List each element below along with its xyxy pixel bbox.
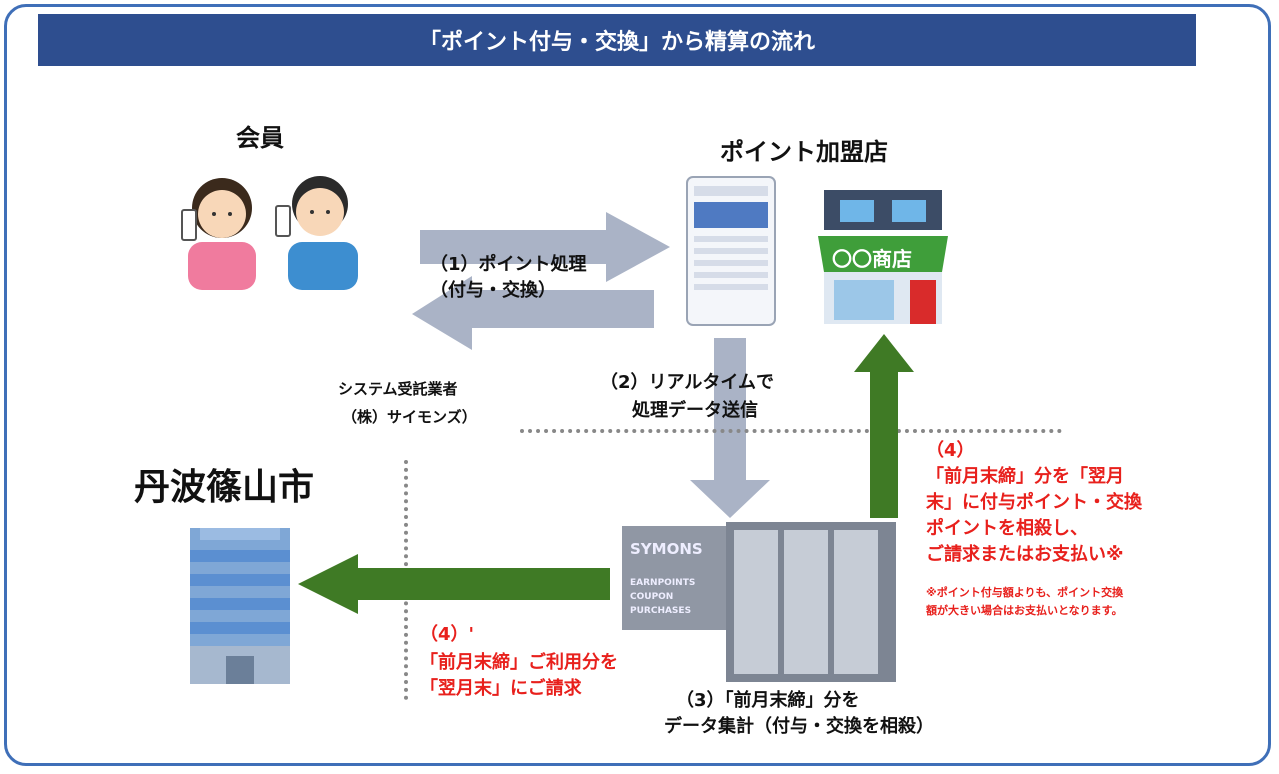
city-label: 丹波篠山市	[134, 467, 315, 508]
down-arrow-step2	[690, 338, 770, 518]
store-label: ポイント加盟店	[720, 138, 888, 166]
server-brand: SYMONS	[630, 540, 703, 558]
step4-line3: ポイントを相殺し、	[926, 518, 1088, 539]
right-arrow-step1	[420, 212, 670, 282]
server-sub3: PURCHASES	[630, 606, 692, 616]
step2-line2: 処理データ送信	[632, 400, 758, 421]
server-sub2: COUPON	[630, 592, 674, 602]
left-arrow-step1	[412, 276, 654, 350]
step2-line1: （2）リアルタイムで	[600, 372, 774, 393]
members-icon	[181, 176, 358, 290]
contractor-line2: （株）サイモンズ）	[342, 408, 477, 426]
shop-sign: 〇〇商店	[832, 247, 912, 271]
up-arrow-green	[854, 334, 914, 518]
step3-line2: データ集計（付与・交換を相殺）	[664, 716, 934, 737]
note-line1: ※ポイント付与額よりも、ポイント交換	[926, 586, 1124, 599]
step1-line1: （1）ポイント処理	[430, 254, 587, 275]
step3-line1: （3）「前月末締」分を	[676, 690, 860, 711]
server-sub1: EARNPOINTS	[630, 578, 696, 588]
outer-frame	[4, 4, 1271, 766]
step4b-number: （4）'	[420, 624, 475, 645]
step4-line1: 「前月末締」分を「翌月	[926, 466, 1124, 487]
member-label: 会員	[236, 124, 284, 152]
left-arrow-green	[298, 554, 610, 614]
server-rack-icon	[622, 522, 896, 682]
step4-line2: 末」に付与ポイント・交換	[926, 492, 1142, 513]
step1-line2: （付与・交換）	[430, 280, 556, 301]
tablet-icon	[686, 176, 776, 326]
contractor-line1: システム受託業者	[338, 380, 458, 398]
shop-icon	[818, 190, 948, 324]
note-line2: 額が大きい場合はお支払いとなります。	[926, 604, 1123, 617]
step4-number: （4）	[926, 440, 975, 461]
dotted-line-horizontal	[520, 429, 1062, 433]
banner-title: 「ポイント付与・交換」から精算の流れ	[38, 14, 1196, 66]
step4b-line2: 「翌月末」にご請求	[420, 678, 582, 699]
step4-line4: ご請求またはお支払い※	[926, 544, 1124, 565]
city-building-icon	[190, 528, 290, 684]
step4b-line1: 「前月末締」ご利用分を	[420, 652, 618, 673]
